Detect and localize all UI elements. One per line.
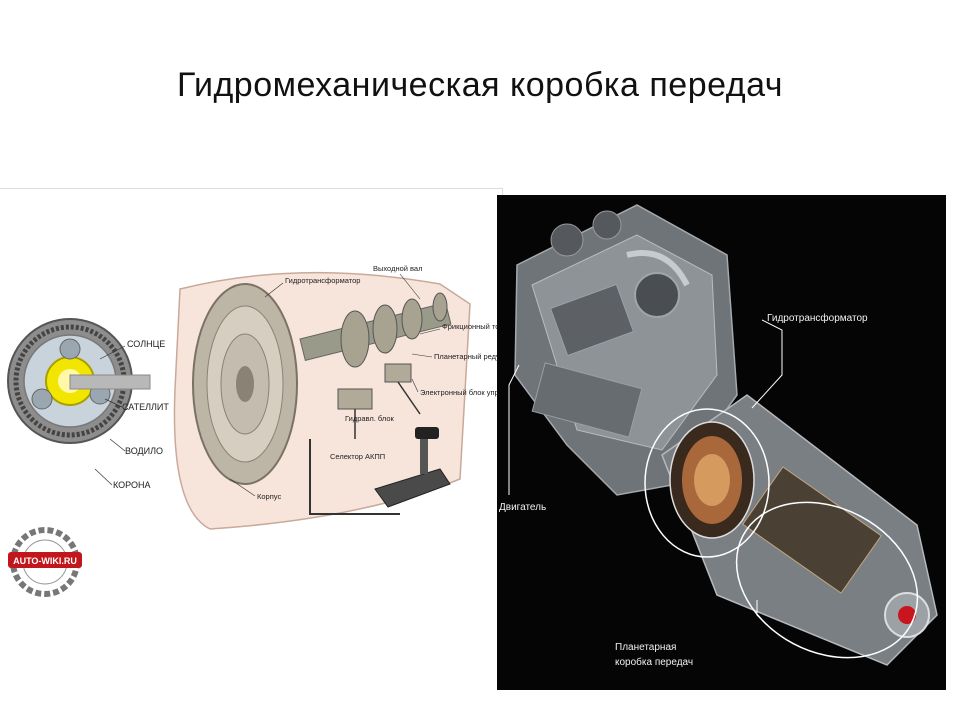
engine-transmission-photo: Гидротрансформатор Двигатель Планетарная… bbox=[497, 195, 946, 690]
component-labels: Гидротрансформатор Выходной вал Фрикцион… bbox=[229, 264, 528, 501]
highlight-outlines bbox=[644, 408, 919, 659]
engine-block bbox=[514, 204, 738, 496]
label-planetary-gearbox-line2: коробка передач bbox=[615, 656, 693, 668]
label-control-unit: Электронный блок управления bbox=[420, 388, 502, 397]
label-selector: Селектор АКПП bbox=[330, 452, 385, 461]
auto-wiki-logo: AUTO-WIKI.RU bbox=[8, 527, 82, 597]
label-satellite: САТЕЛЛИТ bbox=[122, 402, 169, 412]
label-carrier: ВОДИЛО bbox=[125, 446, 163, 456]
logo-text: AUTO-WIKI.RU bbox=[13, 556, 77, 566]
label-engine: Двигатель bbox=[499, 502, 546, 513]
label-sun: СОЛНЦЕ bbox=[127, 339, 165, 349]
exploded-diagram-svg: СОЛНЦЕ САТЕЛЛИТ ВОДИЛО КОРОНА bbox=[7, 264, 528, 597]
planetary-labels: СОЛНЦЕ САТЕЛЛИТ ВОДИЛО КОРОНА bbox=[94, 339, 169, 490]
label-planetary-gear: Планетарный редуктор bbox=[434, 352, 502, 361]
engine-photo-svg: Гидротрансформатор Двигатель Планетарная… bbox=[499, 204, 938, 668]
label-friction-clutch: Фрикционный тормоз bbox=[442, 322, 502, 331]
label-ring: КОРОНА bbox=[113, 480, 150, 490]
photo-labels: Гидротрансформатор Двигатель Планетарная… bbox=[499, 312, 868, 668]
transmission-exploded-diagram: СОЛНЦЕ САТЕЛЛИТ ВОДИЛО КОРОНА bbox=[0, 188, 528, 601]
planetary-gear-set bbox=[7, 318, 151, 444]
label-output-shaft: Выходной вал bbox=[373, 264, 422, 273]
label-planetary-gearbox-line1: Планетарная bbox=[615, 642, 676, 653]
label-torque-converter-right: Гидротрансформатор bbox=[767, 312, 868, 324]
transmission-body bbox=[661, 394, 938, 666]
transmission-housing bbox=[173, 271, 471, 530]
label-torque-converter-left: Гидротрансформатор bbox=[285, 276, 360, 285]
label-housing: Корпус bbox=[257, 492, 281, 501]
slide-title: Гидромеханическая коробка передач bbox=[176, 66, 784, 104]
label-hydraulic-block: Гидравл. блок bbox=[345, 414, 394, 423]
